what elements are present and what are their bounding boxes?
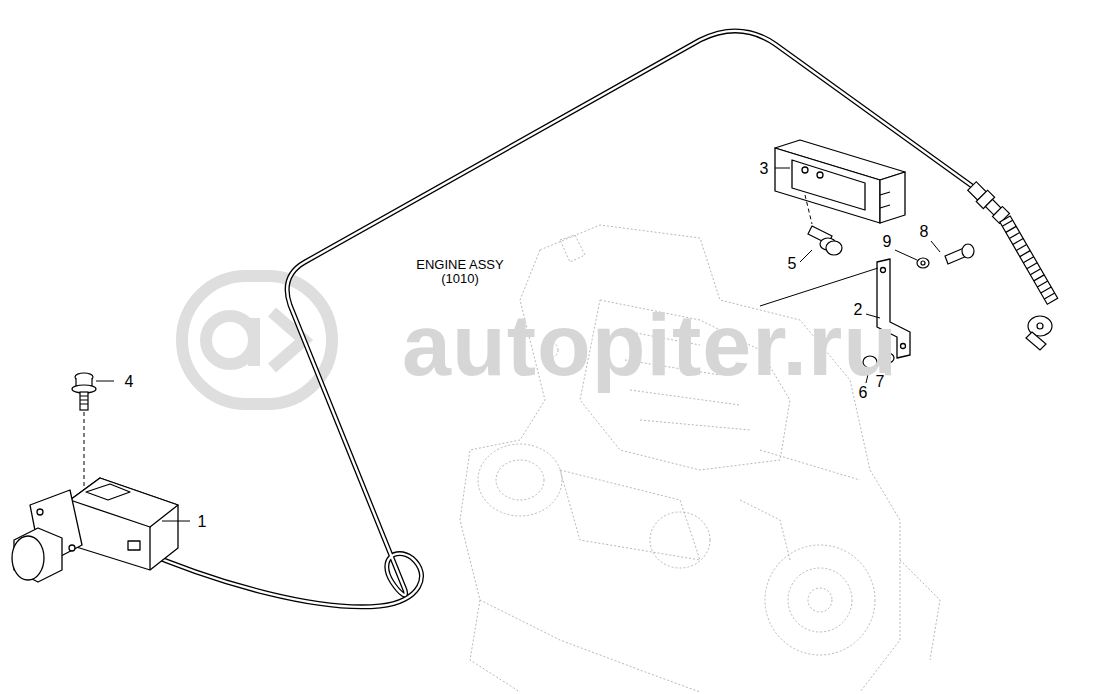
drawing-line xyxy=(37,509,43,515)
drawing-line xyxy=(84,412,85,486)
drawing-line xyxy=(70,478,178,527)
drawing-line xyxy=(560,235,585,262)
callout-number: 6 xyxy=(858,384,869,402)
drawing-line xyxy=(765,545,875,655)
drawing-line xyxy=(182,276,332,404)
drawing-line xyxy=(817,172,823,178)
drawing-line xyxy=(1002,220,1054,299)
drawing-line xyxy=(135,31,972,607)
drawing-line xyxy=(162,521,190,522)
drawing-line xyxy=(135,31,972,607)
drawing-line xyxy=(881,268,886,273)
drawing-line xyxy=(880,192,890,208)
drawing-line xyxy=(917,258,929,268)
drawing-line xyxy=(895,250,917,260)
drawing-line xyxy=(805,195,812,224)
drawing-line xyxy=(802,167,808,173)
assembly-reference: ENGINE ASSY (1010) xyxy=(410,258,510,287)
drawing-line xyxy=(149,527,150,570)
drawing-line xyxy=(775,148,880,223)
actuator xyxy=(12,478,178,582)
cable-end-fitting xyxy=(966,180,1057,350)
drawing-line xyxy=(800,250,812,262)
callout-number: 5 xyxy=(787,255,798,273)
drawing-line xyxy=(470,560,940,692)
drawing-line xyxy=(560,470,700,560)
control-cable xyxy=(135,31,972,607)
drawing-line xyxy=(69,545,75,551)
leader-lines xyxy=(84,168,940,521)
callout-number: 9 xyxy=(882,233,893,251)
drawing-line xyxy=(901,344,906,349)
drawing-line xyxy=(962,244,974,258)
drawing-line xyxy=(272,312,304,368)
drawing-line xyxy=(12,536,44,580)
drawing-line xyxy=(1026,332,1046,350)
drawing-line xyxy=(96,381,114,382)
callout-number: 7 xyxy=(875,373,886,391)
drawing-line xyxy=(808,588,832,612)
drawing-line xyxy=(86,484,130,500)
drawing-line xyxy=(478,444,562,516)
drawing-line xyxy=(540,225,900,692)
bolt xyxy=(72,373,96,410)
drawing-line xyxy=(248,318,260,366)
drawing-line xyxy=(206,316,254,364)
drawing-line xyxy=(826,241,842,255)
drawing-line xyxy=(931,241,940,252)
drawing-line xyxy=(1000,216,1058,304)
drawing-line xyxy=(80,396,88,404)
drawing-line xyxy=(1000,216,1058,304)
callout-number: 8 xyxy=(919,223,930,241)
drawing-line xyxy=(496,460,544,500)
drawing-line xyxy=(921,261,925,265)
callout-number: 4 xyxy=(124,373,135,391)
cover xyxy=(775,140,905,223)
engine-outline xyxy=(460,225,940,692)
drawing-line xyxy=(775,168,790,169)
drawing-line xyxy=(880,172,905,223)
drawing-line xyxy=(80,392,88,410)
bolt xyxy=(808,226,842,255)
drawing-line xyxy=(966,180,1010,224)
callout-number: 3 xyxy=(759,160,770,178)
drawing-line xyxy=(1037,323,1043,329)
drawing-line xyxy=(70,478,178,570)
drawing-line xyxy=(128,541,140,550)
drawing-line xyxy=(650,512,710,568)
watermark-logo xyxy=(182,276,332,404)
watermark: autopiter.ru xyxy=(402,297,898,394)
drawing-line xyxy=(792,160,865,210)
callout-number: 1 xyxy=(197,513,208,531)
drawing-line xyxy=(740,450,860,560)
drawing-line xyxy=(788,568,852,632)
